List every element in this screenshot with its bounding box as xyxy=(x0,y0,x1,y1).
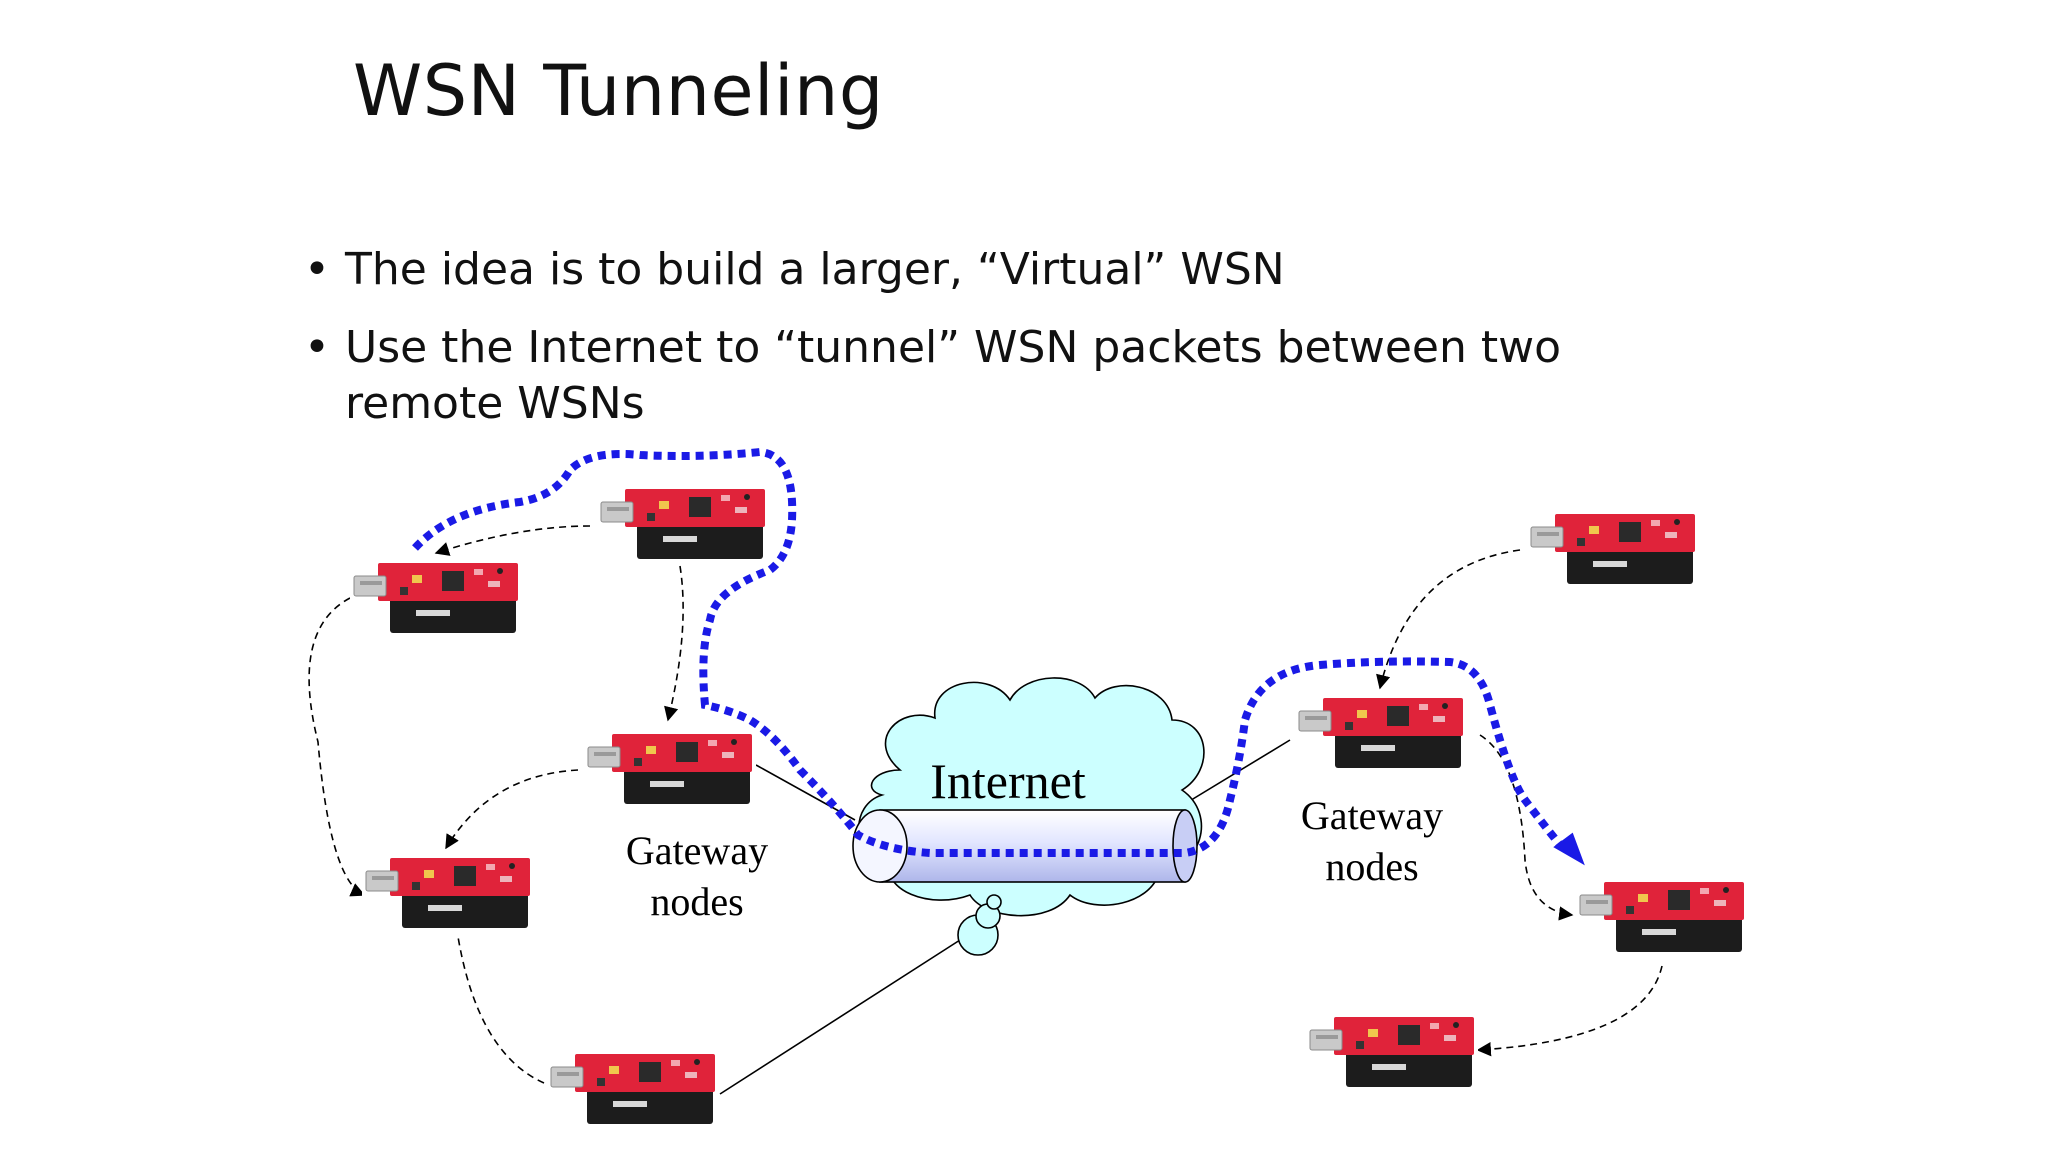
gateway-label-line: nodes xyxy=(650,879,743,924)
sensor-node-icon xyxy=(596,482,770,566)
wireless-link xyxy=(1376,549,1521,690)
cloud-bubble xyxy=(986,894,1002,910)
gateway-label-line: nodes xyxy=(1325,844,1418,889)
sensor-node-icon xyxy=(546,1047,720,1131)
wireless-link xyxy=(445,769,579,850)
wireless-links xyxy=(308,525,1663,1084)
wireless-link xyxy=(448,906,545,1084)
tunnel-arrowhead xyxy=(1553,832,1585,866)
slide-title: WSN Tunneling xyxy=(353,50,884,132)
gateway-label-right: Gateway nodes xyxy=(1301,793,1443,889)
sensor-node-icon xyxy=(1575,875,1749,959)
gateway-node-right-icon xyxy=(1294,691,1468,775)
bullet-text: Use the Internet to “tunnel” WSN packets… xyxy=(345,322,1561,429)
virtual-tunnel-path xyxy=(412,447,1585,866)
bullet-text: The idea is to build a larger, “Virtual”… xyxy=(345,244,1285,295)
sensor-node-icon xyxy=(1305,1010,1479,1094)
wireless-link xyxy=(664,565,684,722)
wireless-link xyxy=(1479,734,1574,921)
link-gateway-left xyxy=(755,764,856,821)
bullet-item: • The idea is to build a larger, “Virtual… xyxy=(300,242,1720,298)
internet-label: Internet xyxy=(930,753,1086,809)
gateway-label-line: Gateway xyxy=(626,828,768,873)
gateway-label-line: Gateway xyxy=(1301,793,1443,838)
bullet-dot: • xyxy=(304,244,330,295)
wireless-link xyxy=(308,597,366,897)
sensor-node-icon xyxy=(1526,507,1700,591)
link-bottom-node xyxy=(719,939,961,1095)
tunnel-pipe xyxy=(852,809,1198,883)
gateway-label-left: Gateway nodes xyxy=(626,828,768,924)
wireless-link xyxy=(434,525,591,556)
bullet-dot: • xyxy=(304,322,330,373)
bullet-list: • The idea is to build a larger, “Virtual… xyxy=(300,242,1720,454)
sensor-node-icon xyxy=(349,556,523,640)
bullet-item: • Use the Internet to “tunnel” WSN packet… xyxy=(300,320,1720,432)
gateway-node-left-icon xyxy=(583,727,757,811)
wireless-link xyxy=(1476,965,1663,1057)
sensor-node-icon xyxy=(361,851,535,935)
